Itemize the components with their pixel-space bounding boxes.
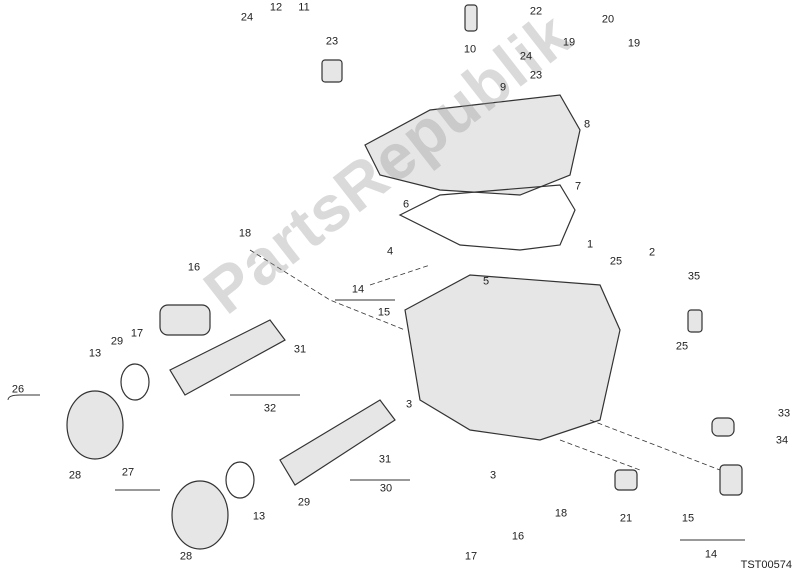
camshaft-lower [279,399,396,486]
callout-label: 3 [489,469,497,482]
callout-label: 12 [269,1,283,14]
callout-label: 32 [263,402,277,415]
camshaft-upper [169,319,286,396]
callout-label: 18 [238,227,252,240]
callout-label: 16 [187,261,201,274]
callout-label: 17 [130,327,144,340]
callout-label: 15 [681,512,695,525]
callout-label: 21 [619,512,633,525]
callout-label: 29 [297,496,311,509]
callout-label: 20 [601,13,615,26]
sensor-connector [687,309,703,333]
solenoid [159,304,211,336]
callout-label: 14 [351,283,365,296]
cylinder-head [404,274,621,441]
callout-label: 18 [554,507,568,520]
callout-label: 28 [68,469,82,482]
callout-label: 5 [482,275,490,288]
callout-label: 4 [386,245,394,258]
seal-13a [120,363,150,401]
callout-label: 24 [519,50,533,63]
callout-label: 6 [402,198,410,211]
callout-label: 13 [252,510,266,523]
callout-label: 24 [240,11,254,24]
callout-label: 26 [11,383,25,396]
callout-label: 33 [777,407,791,420]
callout-label: 27 [121,466,135,479]
callout-label: 29 [110,335,124,348]
callout-label: 23 [529,69,543,82]
callout-label: 25 [675,340,689,353]
cover-gasket [398,184,576,251]
callout-label: 25 [609,255,623,268]
seal-13b [225,461,255,499]
callout-label: 17 [464,550,478,563]
callout-label: 1 [586,238,594,251]
callout-label: 8 [583,118,591,131]
top-connector-mid [464,4,478,32]
callout-label: 3 [405,398,413,411]
callout-label: 13 [88,347,102,360]
callout-label: 15 [377,306,391,319]
callout-label: 10 [463,43,477,56]
callout-label: 28 [179,550,193,563]
callout-label: 34 [775,434,789,447]
callout-label: 7 [574,180,582,193]
plug-21 [614,469,638,491]
callout-label: 30 [379,482,393,495]
callout-label: 35 [687,270,701,283]
cam-pulley-lower [171,480,229,550]
callout-label: 19 [627,37,641,50]
callout-label: 16 [511,530,525,543]
callout-label: 22 [529,5,543,18]
plug-14 [719,464,743,496]
callout-label: 9 [499,81,507,94]
callout-label: 19 [562,36,576,49]
callout-label: 31 [378,453,392,466]
callout-label: 31 [293,343,307,356]
callout-label: 2 [648,246,656,259]
top-connector-left [321,59,343,83]
sensor-right [711,417,735,437]
drawing-code: TST00574 [740,559,792,571]
cam-pulley-upper [66,390,124,460]
callout-label: 11 [298,1,310,14]
callout-label: 14 [704,548,718,561]
callout-label: 23 [325,35,339,48]
valve-cover [364,94,581,196]
